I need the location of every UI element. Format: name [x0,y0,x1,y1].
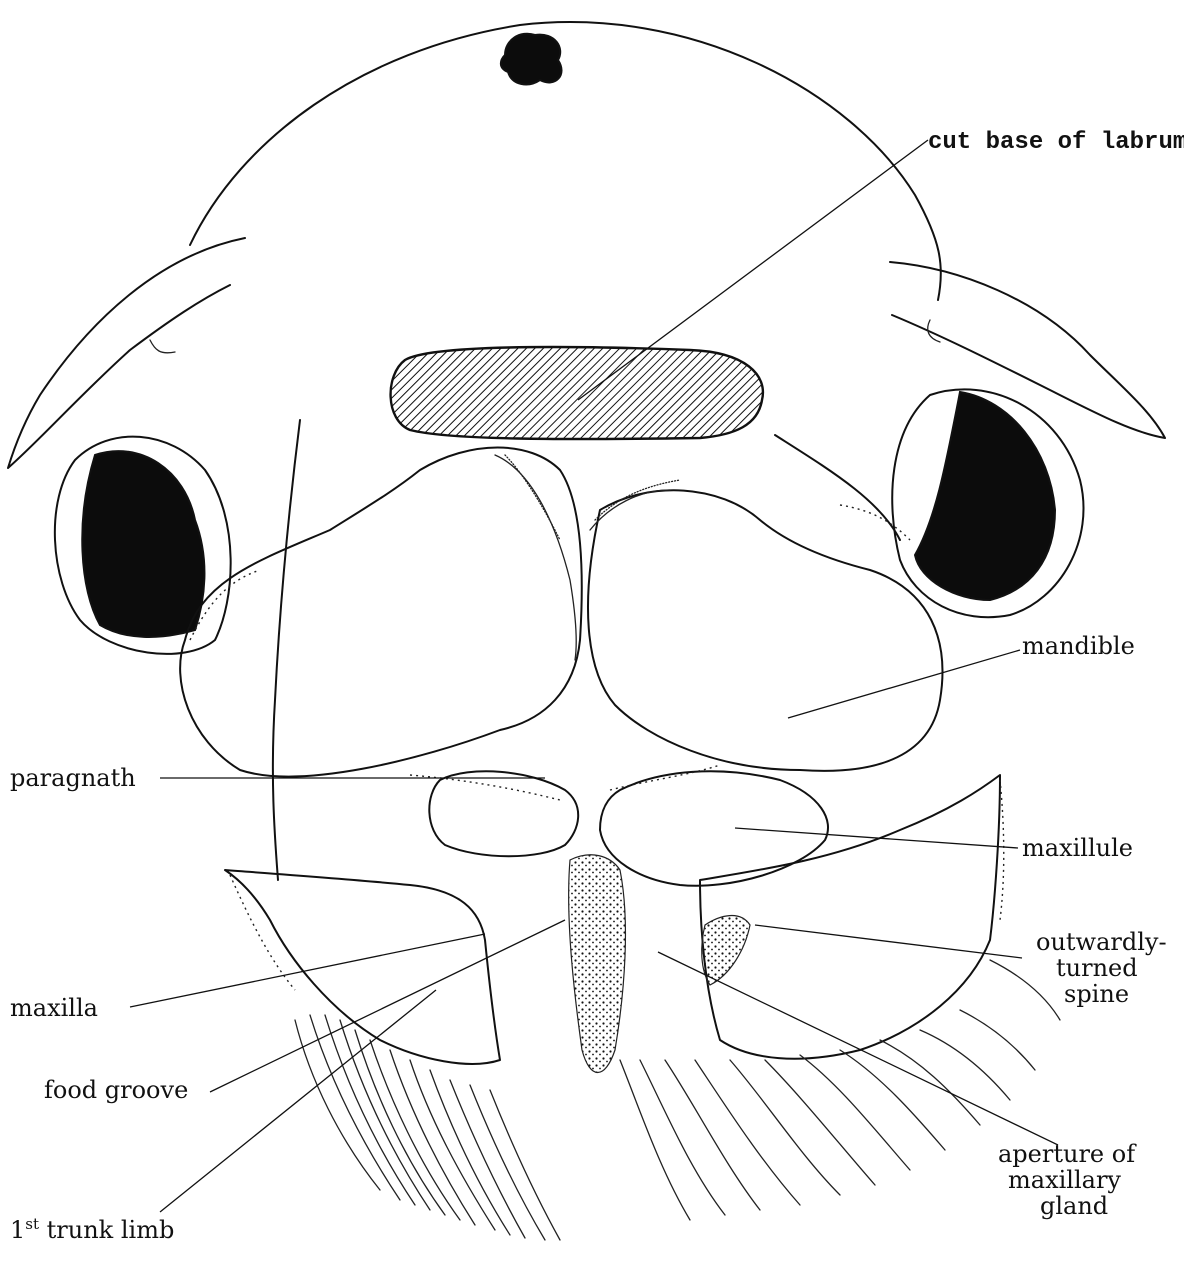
leader-maxilla [130,934,485,1007]
head-capsule [190,22,941,300]
right-mandible [588,490,942,771]
right-maxilla [700,775,1000,1059]
labrum-cut-base [391,347,763,439]
left-antenna [8,238,245,468]
right-antenna [890,262,1165,438]
dorsal-spot [501,34,562,85]
molar-ridge-left [505,455,560,540]
leader-trunk-limb [160,990,436,1212]
label-maxillule: maxillule [1022,834,1133,862]
label-outwardly-line2: turned [1056,954,1138,982]
label-first-trunk-limb: 1st trunk limb [10,1215,174,1244]
leader-outwardly-turned-spine [755,925,1022,958]
molar-ridge-right [595,480,680,520]
left-head-side [273,420,300,880]
label-aperture-line1: aperture of [998,1140,1137,1168]
leader-mandible [788,650,1020,718]
trunk-limb-superscript: st [25,1215,39,1233]
left-maxilla [225,870,500,1064]
left-mandible [180,448,582,777]
leader-food-groove [210,920,565,1092]
left-antenna-base [150,340,175,353]
leader-cut-base-of-labrum [578,140,928,400]
right-paragnath [600,771,828,885]
trunk-limb-number: 1 [10,1216,25,1244]
dotted-right-suture [840,505,910,540]
left-trunk-limb-setae [295,1015,560,1240]
label-maxilla: maxilla [10,994,98,1022]
left-eye [82,451,204,637]
median-groove [569,855,626,1073]
right-maxillule-spine [702,916,750,985]
left-maxilla-dotted [230,875,295,990]
label-paragnath: paragnath [10,764,136,792]
trunk-limb-text: trunk limb [39,1216,174,1244]
leader-maxillule [735,828,1018,848]
left-mandible-molar-edge [495,455,576,660]
right-eye [915,392,1055,600]
label-outwardly-line1: outwardly- [1036,928,1167,956]
left-paragnath [429,771,578,856]
label-mandible: mandible [1022,632,1135,660]
right-head-side [775,435,900,540]
label-aperture-line3: gland [1040,1192,1108,1220]
label-cut-base-of-labrum: cut base of labrum [928,129,1184,156]
right-trunk-limb-setae [620,960,1060,1220]
label-outwardly-line3: spine [1064,980,1129,1008]
leader-aperture [658,952,1058,1145]
label-food-groove: food groove [44,1076,188,1104]
label-aperture-line2: maxillary [1008,1166,1121,1194]
